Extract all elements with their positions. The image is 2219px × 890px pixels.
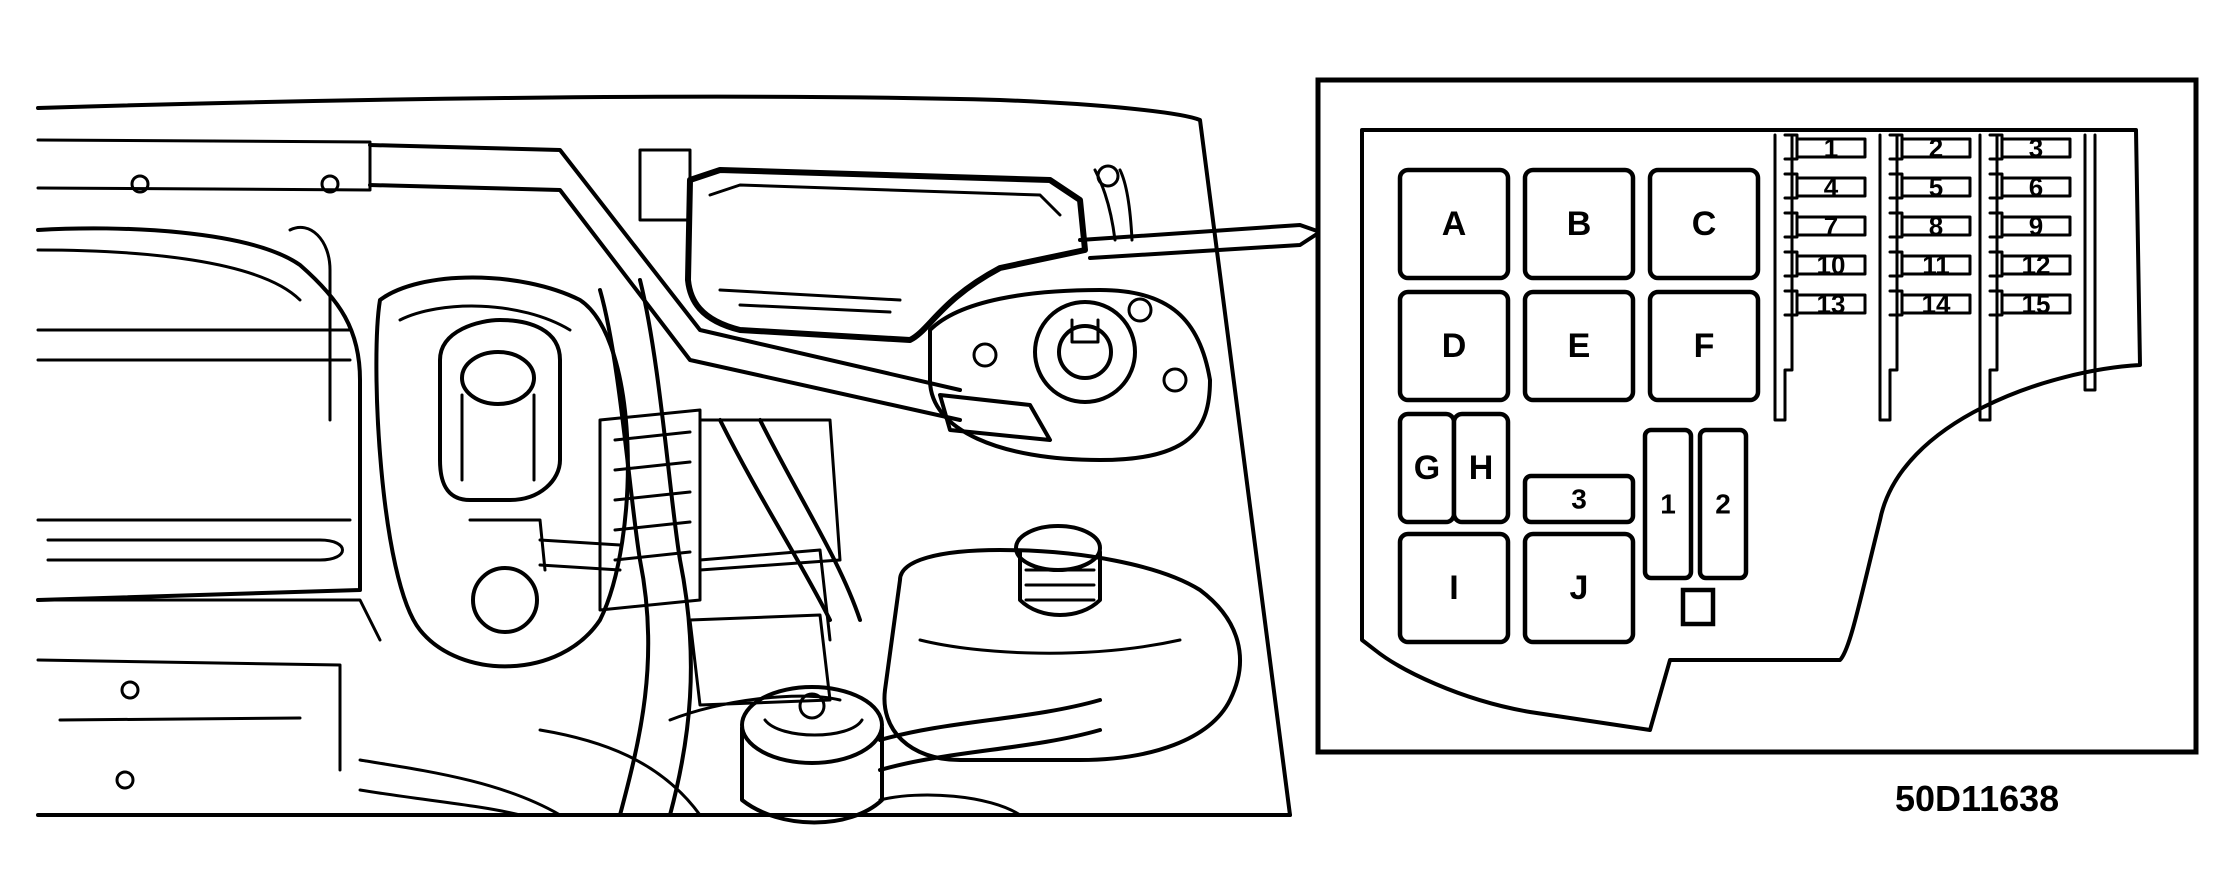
fuse-outline — [1888, 133, 1972, 161]
fuse-outline — [1888, 250, 1972, 278]
fuse-7: 7 — [1783, 211, 1867, 241]
relay-h: H — [1451, 411, 1511, 525]
large-fuse-outline — [1697, 427, 1749, 581]
fuse-11: 11 — [1888, 250, 1972, 280]
relay-box-outline — [1522, 531, 1636, 645]
fuse-label: 1 — [1824, 133, 1838, 163]
relay-label: B — [1567, 205, 1592, 243]
fuse-rails — [1773, 133, 2097, 422]
relay-box-outline — [1647, 167, 1761, 281]
fuse-10: 10 — [1783, 250, 1867, 280]
relay-box-outline — [1397, 289, 1511, 403]
relay-d: D — [1397, 289, 1511, 403]
fuse-label: 10 — [1817, 250, 1846, 280]
relay-f: F — [1647, 289, 1761, 403]
diagram-code: 50D11638 — [1895, 778, 2060, 819]
large-fuses: 1 2 3 — [1522, 427, 1749, 581]
large-fuse-1: 1 — [1642, 427, 1694, 581]
fuse-label: 6 — [2029, 172, 2043, 202]
relay-label: H — [1469, 449, 1494, 487]
fuse-label: 14 — [1922, 289, 1951, 319]
fuse-2: 2 — [1888, 133, 1972, 163]
large-fuse-2: 2 — [1697, 427, 1749, 581]
fuse-label: 13 — [1817, 289, 1846, 319]
relay-label: G — [1414, 449, 1440, 487]
relay-j: J — [1522, 531, 1636, 645]
relay-box-outline — [1647, 289, 1761, 403]
large-fuse-label: 2 — [1715, 489, 1731, 520]
fuse-outline — [1783, 133, 1867, 161]
fuse-outline — [1783, 211, 1867, 239]
fuse-label: 2 — [1929, 133, 1943, 163]
fuse-3: 3 — [1988, 133, 2072, 163]
relay-label: D — [1442, 327, 1467, 365]
relay-c: C — [1647, 167, 1761, 281]
fuse-label: 5 — [1929, 172, 1943, 202]
fuse-outline — [1988, 250, 2072, 278]
relay-g: G — [1397, 411, 1457, 525]
relay-box-outline — [1522, 167, 1636, 281]
relay-box-outline — [1451, 411, 1511, 525]
large-fuse-label: 3 — [1571, 484, 1587, 515]
relay-label: F — [1694, 327, 1715, 365]
fuse-outline — [1988, 172, 2072, 200]
fuse-9: 9 — [1988, 211, 2072, 241]
relay-label: J — [1570, 569, 1589, 607]
fuse-label: 7 — [1824, 211, 1838, 241]
fuse-6: 6 — [1988, 172, 2072, 202]
relay-box-outline — [1522, 289, 1636, 403]
fuse-label: 15 — [2022, 289, 2051, 319]
relay-label: A — [1442, 205, 1467, 243]
fuse-outline — [1888, 172, 1972, 200]
fuse-label: 11 — [1922, 250, 1950, 280]
fuse-outline — [1783, 289, 1867, 317]
fuse-label: 12 — [2022, 250, 2051, 280]
relay-a: A — [1397, 167, 1511, 281]
relay-box-outline — [1397, 167, 1511, 281]
relay-label: I — [1449, 569, 1458, 607]
large-fuse-3: 3 — [1522, 473, 1636, 525]
fuse-outline — [1988, 211, 2072, 239]
spare-fuse-slot — [1680, 587, 1716, 627]
relay-e: E — [1522, 289, 1636, 403]
fuse-8: 8 — [1888, 211, 1972, 241]
fuse-4: 4 — [1783, 172, 1867, 202]
fuse-outline — [1783, 250, 1867, 278]
large-fuse-label: 1 — [1660, 489, 1676, 520]
engine-bay-illustration — [36, 94, 1322, 825]
fuse-12: 12 — [1988, 250, 2072, 280]
relay-label: C — [1692, 205, 1717, 243]
fuse-14: 14 — [1888, 289, 1972, 319]
fuse-outline — [1783, 172, 1867, 200]
fuse-outline — [1988, 289, 2072, 317]
relay-label: E — [1568, 327, 1591, 365]
large-fuse-outline — [1642, 427, 1694, 581]
fuse-5: 5 — [1888, 172, 1972, 202]
fuse-outline — [1888, 289, 1972, 317]
relay-i: I — [1397, 531, 1511, 645]
fuse-outline — [1988, 133, 2072, 161]
fuse-label: 4 — [1824, 172, 1839, 202]
fuse-15: 15 — [1988, 289, 2072, 319]
large-fuse-outline — [1522, 473, 1636, 525]
fuse-13: 13 — [1783, 289, 1867, 319]
fuse-label: 3 — [2029, 133, 2043, 163]
fuse-1: 1 — [1783, 133, 1867, 163]
fuse-label: 9 — [2029, 211, 2043, 241]
fuse-label: 8 — [1929, 211, 1943, 241]
fuse-box-body — [1360, 128, 2142, 732]
fuse-outline — [1888, 211, 1972, 239]
relay-b: B — [1522, 167, 1636, 281]
relay-box-outline — [1397, 531, 1511, 645]
